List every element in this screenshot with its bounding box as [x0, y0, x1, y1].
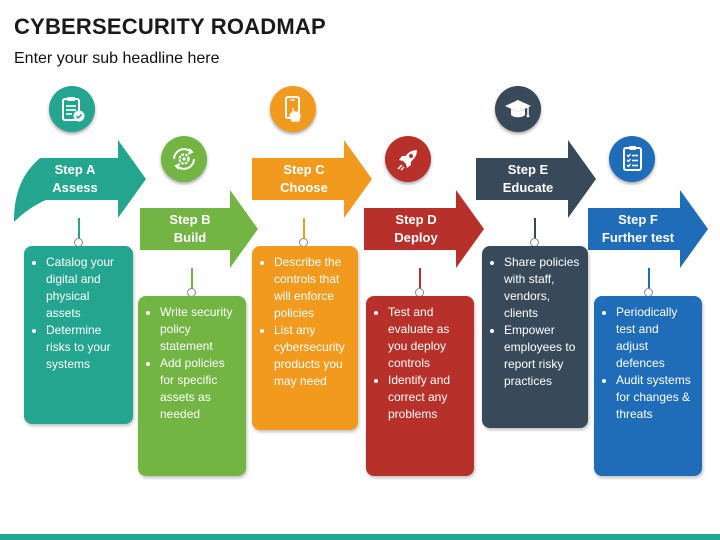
connector-b [191, 268, 193, 296]
connector-f [648, 268, 650, 296]
step-a-bullet-1: Catalog your digital and physical assets [46, 254, 125, 322]
arrow-step-b [140, 190, 258, 268]
step-a-bullet-2: Determine risks to your systems [46, 322, 125, 373]
step-b-name: Build [173, 230, 207, 245]
step-d-name: Deploy [394, 230, 438, 245]
step-a-name: Assess [52, 180, 98, 195]
connector-e [534, 218, 536, 246]
step-a-label: Step A Assess [40, 161, 110, 197]
page-subtitle: Enter your sub headline here [14, 50, 220, 67]
arrow-step-c [252, 140, 372, 218]
step-f-name: Further test [601, 230, 675, 245]
bottom-accent-bar [0, 534, 720, 540]
step-c-name: Choose [280, 180, 328, 195]
step-d-bullet-1: Test and evaluate as you deploy controls [388, 304, 466, 372]
step-e-bullet-2: Empower employees to report risky practi… [504, 322, 580, 390]
step-b-bullet-1: Write security policy statement [160, 304, 238, 355]
step-d-bullet-2: Identify and correct any problems [388, 372, 466, 423]
step-a-title: Step A [54, 162, 96, 177]
step-d-description: Test and evaluate as you deploy controls… [366, 296, 474, 476]
step-e-label: Step E Educate [486, 161, 570, 197]
smartphone-touch-icon [270, 86, 316, 132]
arrow-step-f [588, 190, 708, 268]
step-b-bullet-2: Add policies for specific assets as need… [160, 355, 238, 423]
step-f-bullet-2: Audit systems for changes & threats [616, 372, 694, 423]
step-e-title: Step E [507, 162, 549, 177]
step-b-label: Step B Build [150, 211, 230, 247]
rocket-icon [385, 136, 431, 182]
step-b-description: Write security policy statement Add poli… [138, 296, 246, 476]
step-a-description: Catalog your digital and physical assets… [24, 246, 133, 424]
step-f-bullet-1: Periodically test and adjust defences [616, 304, 694, 372]
clipboard-check-icon [49, 86, 95, 132]
step-d-label: Step D Deploy [374, 211, 458, 247]
step-c-bullet-1: Describe the controls that will enforce … [274, 254, 350, 322]
step-f-title: Step F [618, 212, 658, 227]
connector-c [303, 218, 305, 246]
step-e-bullet-1: Share policies with staff, vendors, clie… [504, 254, 580, 322]
step-e-name: Educate [502, 180, 554, 195]
step-d-title: Step D [395, 212, 437, 227]
arrow-step-e [476, 140, 596, 218]
step-f-label: Step F Further test [592, 211, 684, 247]
checklist-icon [609, 136, 655, 182]
arrow-step-a [14, 140, 146, 222]
page-title: CYBERSECURITY ROADMAP [14, 14, 326, 39]
connector-d [419, 268, 421, 296]
gear-cycle-icon [161, 136, 207, 182]
step-e-description: Share policies with staff, vendors, clie… [482, 246, 588, 428]
step-c-bullet-2: List any cybersecurity products you may … [274, 322, 350, 390]
step-c-description: Describe the controls that will enforce … [252, 246, 358, 430]
step-c-title: Step C [283, 162, 325, 177]
graduation-cap-icon [495, 86, 541, 132]
arrow-step-d [364, 190, 484, 268]
connector-a [78, 218, 80, 246]
step-c-label: Step C Choose [262, 161, 346, 197]
step-b-title: Step B [169, 212, 211, 227]
step-f-description: Periodically test and adjust defences Au… [594, 296, 702, 476]
